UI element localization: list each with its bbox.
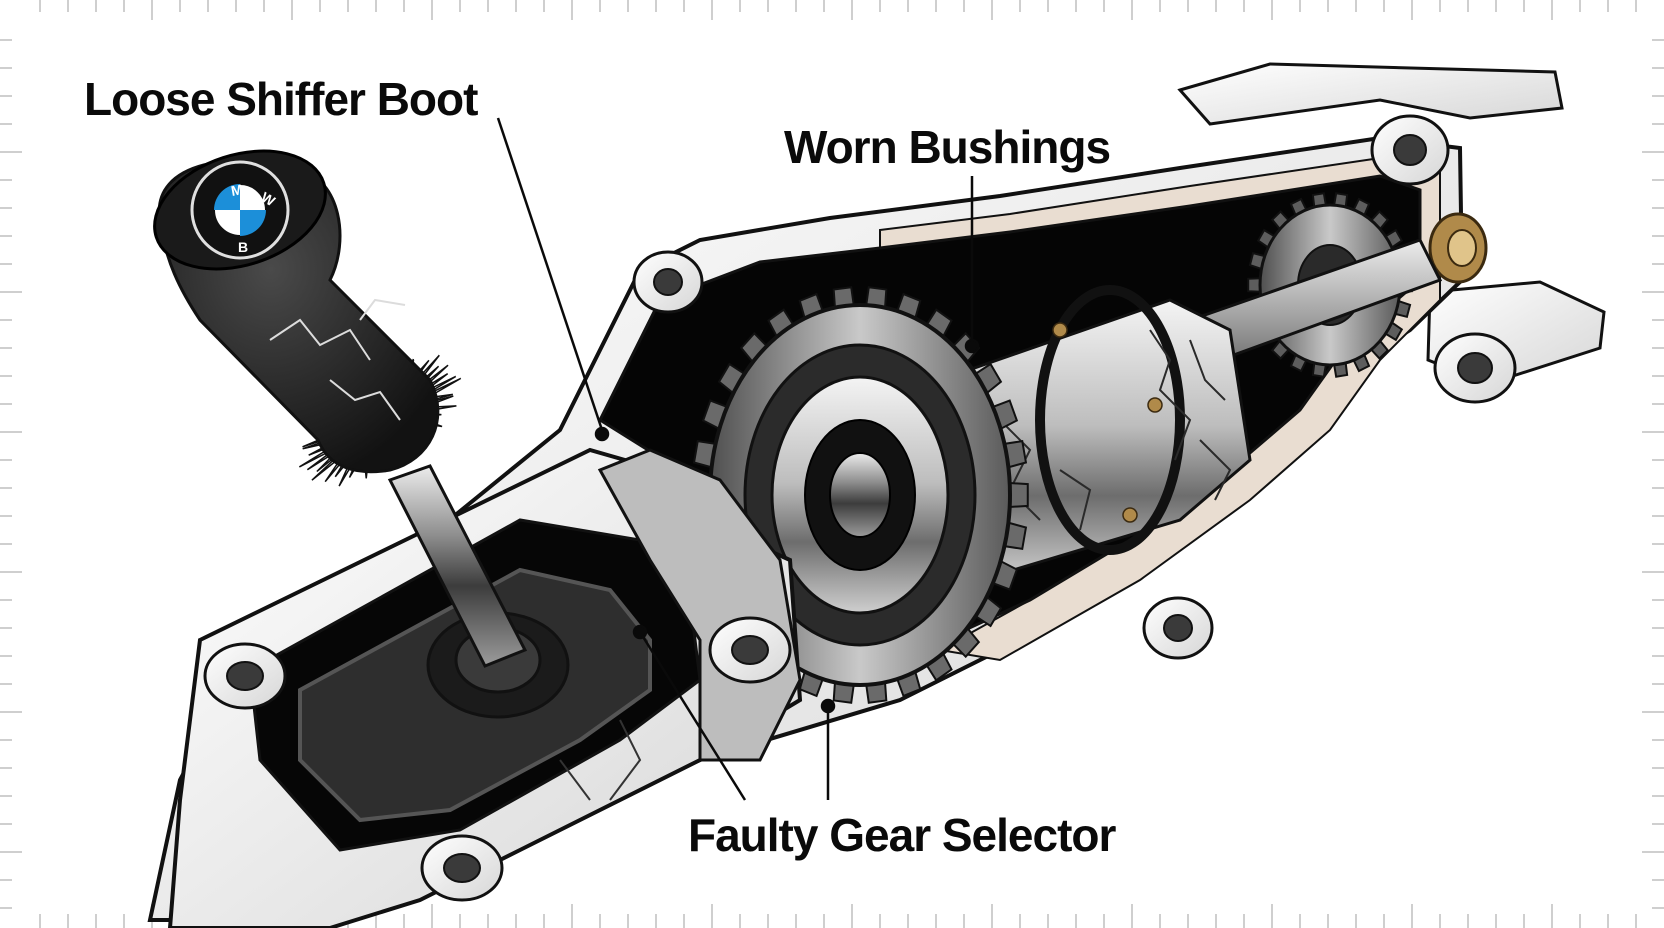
logo-letter-m: M xyxy=(230,181,244,199)
leader-line-boot xyxy=(496,117,604,431)
leader-lines xyxy=(496,117,980,801)
shift-lever xyxy=(387,464,570,719)
callout-faulty-gear-selector: Faulty Gear Selector xyxy=(688,809,1116,861)
callout-loose-shifter-boot: Loose Shiffer Boot xyxy=(84,73,478,125)
callout-worn-bushings: Worn Bushings xyxy=(784,121,1111,173)
shift-knob xyxy=(153,149,440,474)
leader-line-selector-a xyxy=(638,631,747,801)
bmw-logo-icon: M W B xyxy=(190,160,290,260)
logo-letter-b: B xyxy=(238,239,248,255)
brass-bushing xyxy=(1428,212,1488,284)
